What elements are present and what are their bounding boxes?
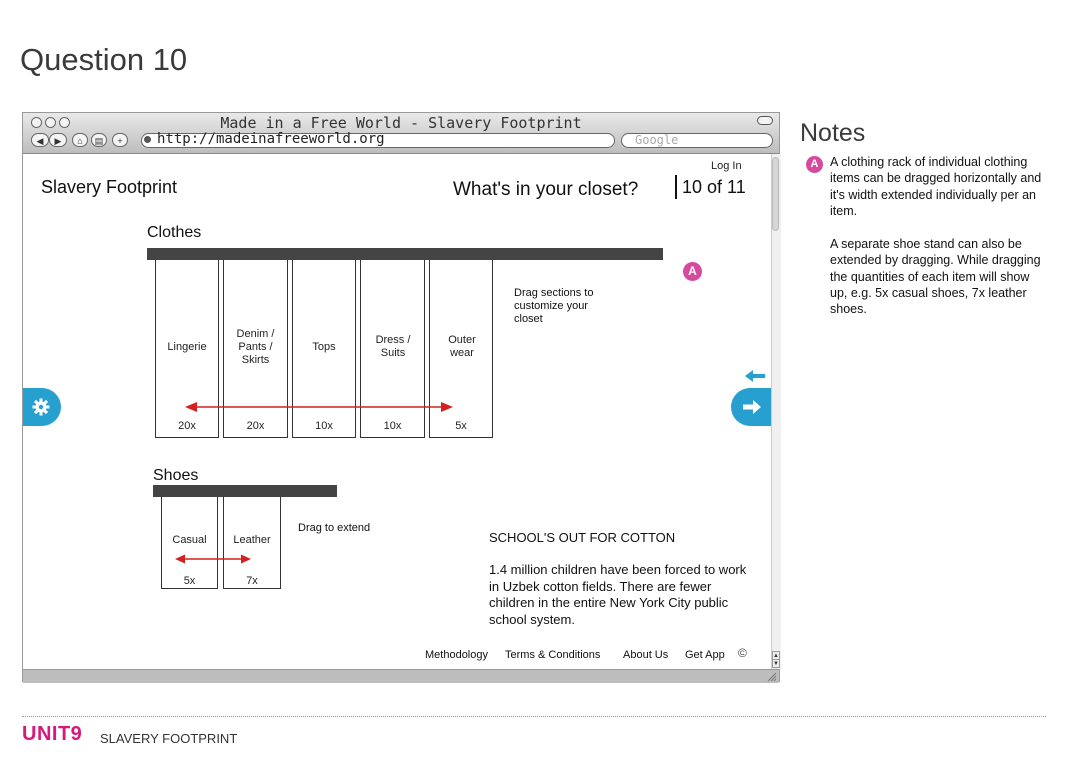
url-field[interactable] [141, 133, 615, 148]
item-qty: 10x [383, 420, 402, 432]
progress-divider [675, 175, 677, 199]
toolbar-toggle-button[interactable] [757, 116, 773, 125]
clothes-drag-hint: Drag sections to customize your closet [514, 287, 594, 325]
next-button[interactable] [731, 388, 771, 426]
clothes-rack[interactable] [147, 248, 663, 260]
footer-link-about[interactable]: About Us [623, 649, 669, 661]
fact-heading: SCHOOL'S OUT FOR COTTON [489, 530, 676, 545]
fact-body: 1.4 million children have been forced to… [489, 562, 747, 627]
notes-paragraph: A clothing rack of individual clothing i… [830, 155, 1042, 218]
item-label: Leather [233, 534, 271, 546]
settings-tab[interactable] [23, 388, 61, 426]
notes-badge: A [806, 156, 823, 173]
item-qty: 5x [455, 420, 467, 432]
window-title: Made in a Free World - Slavery Footprint [220, 114, 582, 132]
brand-subtitle: SLAVERY FOOTPRINT [100, 731, 238, 746]
notes-paragraph: A separate shoe stand can also be extend… [830, 237, 1041, 317]
shoes-drag-hint: Drag to extend [298, 522, 371, 534]
drag-arrow-icon [185, 402, 453, 412]
item-qty: 7x [246, 575, 258, 587]
shoe-item[interactable]: Leather 7x [223, 497, 281, 589]
search-field[interactable] [621, 133, 773, 148]
item-qty: 5x [183, 575, 196, 587]
add-bookmark-button[interactable]: + [112, 133, 128, 147]
annotation-marker: A [683, 262, 702, 281]
site-icon [144, 136, 151, 143]
footer-divider [22, 716, 1046, 717]
search-placeholder: Google [635, 133, 679, 147]
clothes-heading: Clothes [147, 224, 202, 241]
question-progress: 10 of 11 [682, 177, 746, 197]
page-title: Question 10 [20, 42, 188, 77]
resize-grip-icon[interactable] [766, 671, 777, 682]
item-label: Dress / Suits [375, 334, 411, 359]
zoom-window-button[interactable] [59, 117, 70, 128]
gear-icon [32, 398, 50, 416]
item-label: Denim / Pants / Skirts [236, 328, 275, 366]
unit9-logo: UNIT9 [22, 723, 83, 745]
clothing-item[interactable]: Denim / Pants / Skirts 20x [223, 260, 288, 438]
clothing-item[interactable]: Lingerie 20x [155, 260, 219, 438]
footer-link-get-app[interactable]: Get App [685, 649, 725, 661]
scrollbar-thumb[interactable] [772, 157, 779, 231]
scroll-down-icon[interactable]: ▼ [772, 659, 780, 668]
close-window-button[interactable] [31, 117, 42, 128]
item-label: Lingerie [167, 341, 207, 353]
status-bar [23, 669, 779, 683]
drag-arrow-icon [175, 554, 251, 564]
forward-nav-button[interactable]: ▶ [49, 133, 67, 147]
minimize-window-button[interactable] [45, 117, 56, 128]
clothing-item[interactable]: Dress / Suits 10x [360, 260, 425, 438]
vertical-scrollbar[interactable] [771, 154, 781, 669]
shoe-rack[interactable] [153, 485, 337, 497]
url-text: http://madeinafreeworld.org [157, 131, 385, 147]
clothing-item[interactable]: Tops 10x [292, 260, 356, 438]
item-qty: 10x [315, 420, 333, 432]
item-label: Tops [312, 341, 336, 353]
home-icon[interactable]: ⌂ [72, 133, 88, 147]
site-logo[interactable]: Slavery Footprint [41, 177, 178, 197]
footer-link-methodology[interactable]: Methodology [425, 649, 488, 661]
notes-title: Notes [800, 119, 866, 147]
login-link[interactable]: Log In [711, 160, 742, 172]
item-label: Casual [172, 534, 207, 546]
item-label: Outer wear [448, 334, 476, 359]
arrow-right-icon [743, 400, 761, 414]
window-controls [31, 115, 73, 133]
clothing-item[interactable]: Outer wear 5x [429, 260, 493, 438]
print-icon[interactable]: ▤ [91, 133, 107, 147]
question-heading: What's in your closet? [453, 179, 639, 200]
arrow-left-icon[interactable] [743, 369, 767, 383]
browser-chrome: Made in a Free World - Slavery Footprint… [23, 113, 779, 154]
shoe-item[interactable]: Casual 5x [161, 497, 218, 589]
browser-window: Made in a Free World - Slavery Footprint… [22, 112, 781, 683]
copyright-icon: © [738, 646, 747, 660]
back-nav-button[interactable]: ◀ [31, 133, 49, 147]
shoes-heading: Shoes [153, 467, 199, 484]
item-qty: 20x [178, 420, 196, 432]
item-qty: 20x [246, 420, 265, 432]
footer-link-terms[interactable]: Terms & Conditions [505, 649, 601, 661]
